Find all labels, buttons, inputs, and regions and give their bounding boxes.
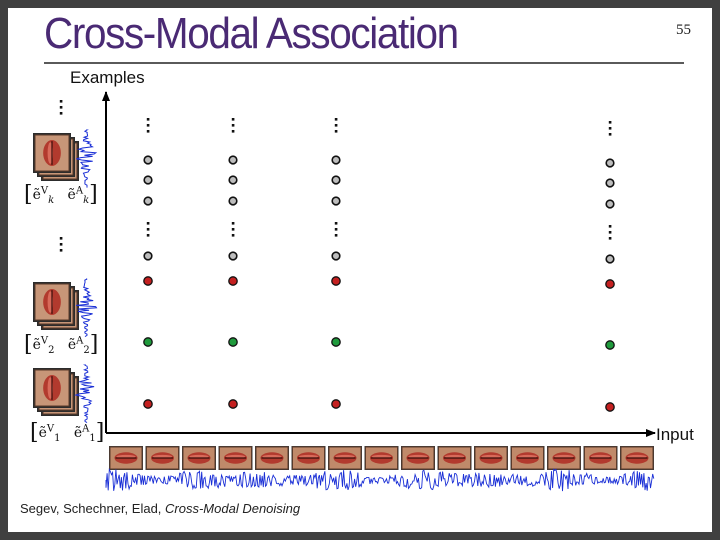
input-frame <box>401 446 435 470</box>
match-marker-red <box>605 402 615 412</box>
title-underline <box>44 62 684 64</box>
match-marker-red <box>143 276 153 286</box>
unmatched-marker <box>143 155 153 165</box>
citation-authors: Segev, Schechner, Elad, <box>20 501 166 516</box>
audio-trace-2 <box>76 278 98 338</box>
input-frame <box>146 446 179 470</box>
marker-column <box>605 158 615 412</box>
input-frame <box>584 446 617 470</box>
match-marker-green <box>228 337 238 347</box>
y-axis-label: Examples <box>70 68 145 87</box>
input-frame <box>438 446 471 470</box>
citation: Segev, Schechner, Elad, Cross-Modal Deno… <box>20 501 300 516</box>
unmatched-marker <box>228 196 238 206</box>
match-marker-green <box>331 337 341 347</box>
input-frame <box>474 446 508 470</box>
match-marker-red <box>143 399 153 409</box>
marker-column <box>331 155 341 409</box>
input-frame <box>255 446 289 470</box>
unmatched-marker <box>605 254 615 264</box>
unmatched-marker <box>331 155 341 165</box>
video-frame-2 <box>34 283 70 321</box>
unmatched-marker <box>228 251 238 261</box>
unmatched-marker <box>331 196 341 206</box>
match-marker-red <box>605 279 615 289</box>
x-axis-label: Input <box>656 425 694 444</box>
ellipsis-column-mid <box>146 222 150 237</box>
slide-number: 55 <box>676 22 691 38</box>
ellipsis-column-mid <box>334 222 338 237</box>
unmatched-marker <box>143 175 153 185</box>
ellipsis-column-top <box>608 121 612 136</box>
unmatched-marker <box>605 158 615 168</box>
ellipsis-column-top <box>334 118 338 133</box>
slide-title: Cross-Modal Association <box>44 9 459 58</box>
example-stack-1 <box>33 364 95 424</box>
input-frame <box>219 446 252 470</box>
input-frame <box>109 446 143 470</box>
video-frame-1 <box>34 369 70 407</box>
marker-column <box>143 155 153 409</box>
ellipsis-column-mid <box>608 225 612 240</box>
marker-column <box>228 155 238 409</box>
ellipsis-column-top <box>146 118 150 133</box>
input-frame <box>547 446 581 470</box>
example-stack-2 <box>33 278 98 338</box>
audio-trace-k <box>76 129 98 188</box>
input-audio-waveform <box>105 467 655 492</box>
citation-title: Cross-Modal Denoising <box>165 501 301 516</box>
ellipsis-top-examples <box>59 100 63 115</box>
pair-label-k: [ẽVk ẽAk] <box>24 182 98 207</box>
unmatched-marker <box>331 251 341 261</box>
pair-label-2: [ẽV2 ẽA2] <box>24 332 99 357</box>
ellipsis-column-mid <box>231 222 235 237</box>
match-marker-red <box>331 276 341 286</box>
ellipsis-mid-examples <box>59 237 63 252</box>
pair-label-1: [ẽV1 ẽA1] <box>30 420 105 445</box>
slide-panel <box>8 8 712 532</box>
audio-trace-1 <box>73 364 95 424</box>
video-frame-k <box>34 134 70 172</box>
match-marker-red <box>331 399 341 409</box>
input-frame <box>365 446 398 470</box>
match-marker-red <box>228 399 238 409</box>
unmatched-marker <box>143 251 153 261</box>
input-frame <box>511 446 544 470</box>
unmatched-marker <box>228 175 238 185</box>
input-frame <box>292 446 325 470</box>
unmatched-marker <box>605 178 615 188</box>
match-marker-green <box>605 340 615 350</box>
input-frame <box>328 446 362 470</box>
match-marker-red <box>228 276 238 286</box>
example-stack-k <box>33 129 98 188</box>
match-marker-green <box>143 337 153 347</box>
input-frame <box>182 446 216 470</box>
ellipsis-column-top <box>231 118 235 133</box>
input-frame <box>620 446 654 470</box>
unmatched-marker <box>605 199 615 209</box>
unmatched-marker <box>228 155 238 165</box>
unmatched-marker <box>331 175 341 185</box>
unmatched-marker <box>143 196 153 206</box>
